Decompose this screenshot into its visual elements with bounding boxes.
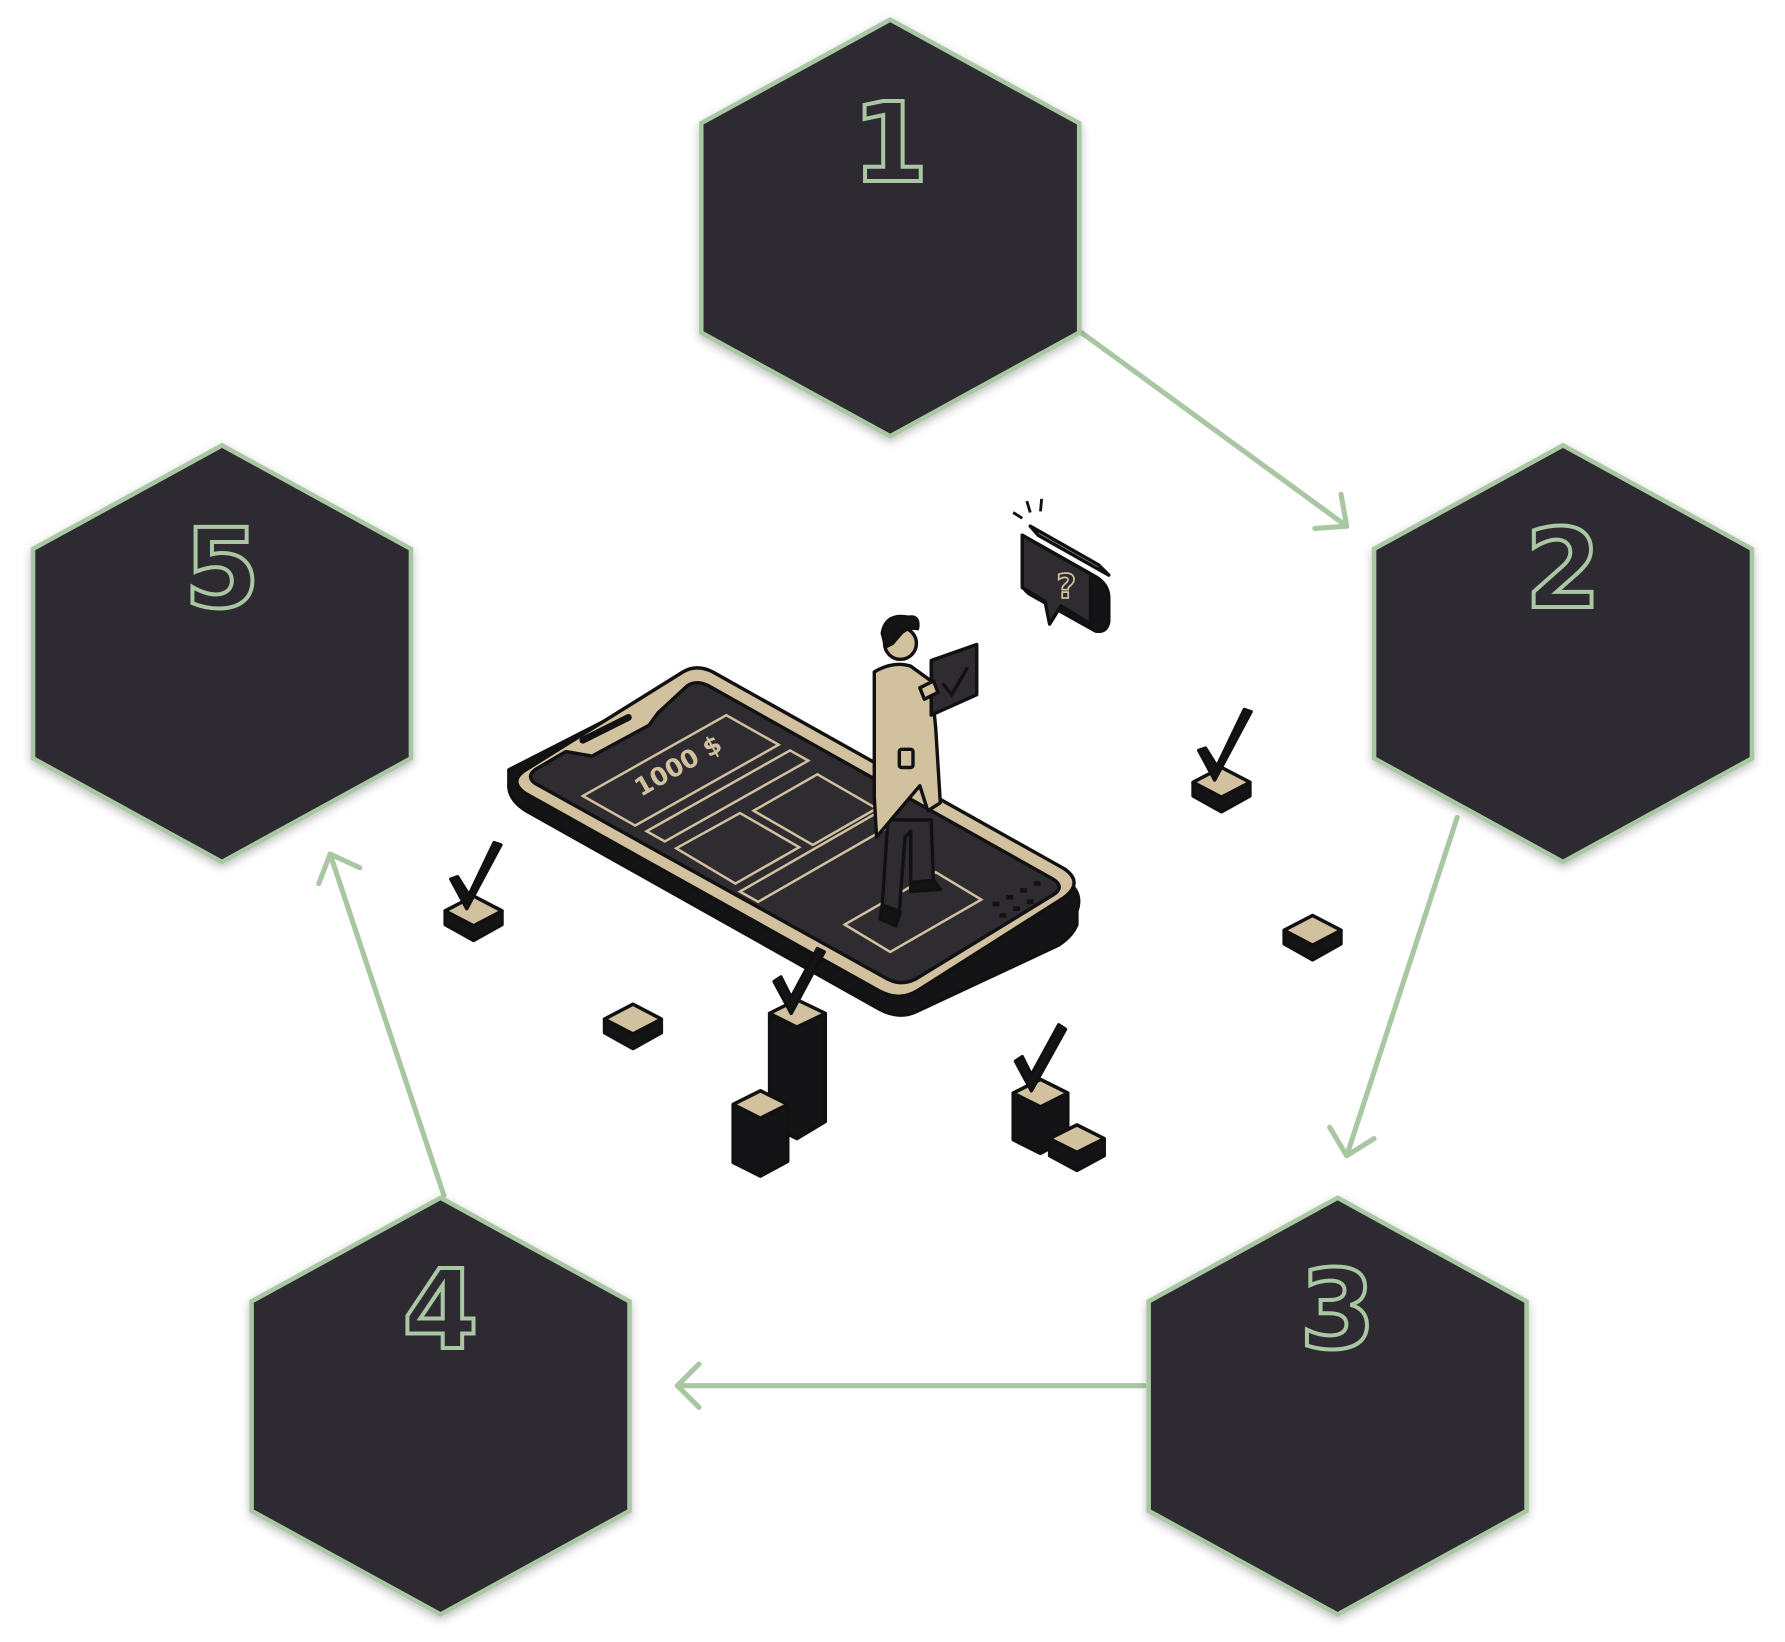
step-number-4: 4 [403, 1247, 479, 1374]
screen-dots [992, 881, 1041, 918]
step-number-1: 1 [852, 80, 928, 207]
step-number-5: 5 [184, 506, 260, 633]
block-small-right [1282, 913, 1343, 962]
arrow-2-to-3 [1327, 815, 1460, 1159]
person-figure [872, 614, 979, 928]
svg-text:?: ? [1056, 567, 1076, 607]
check-pillar-center [731, 946, 828, 1178]
step-hexagon-3: 3 [1146, 1195, 1529, 1618]
block-small-left [602, 1002, 664, 1051]
arrow-4-to-5 [316, 851, 447, 1199]
step-hexagon-2: 2 [1371, 442, 1755, 865]
arrow-3-to-4 [674, 1361, 1147, 1410]
step-number-2: 2 [1525, 506, 1601, 633]
step-number-3: 3 [1300, 1247, 1376, 1374]
check-pillar-right [1011, 1023, 1106, 1173]
question-bubble-icon: ? [1012, 498, 1111, 633]
arrow-1-to-2 [1078, 330, 1350, 531]
step-hexagon-5: 5 [30, 442, 414, 865]
step-hexagon-4: 4 [249, 1195, 632, 1618]
step-hexagon-1: 1 [698, 16, 1082, 439]
phone-illustration: 1000 $ [507, 666, 1081, 1017]
check-block-right [1191, 707, 1253, 814]
check-block-left [443, 840, 504, 943]
